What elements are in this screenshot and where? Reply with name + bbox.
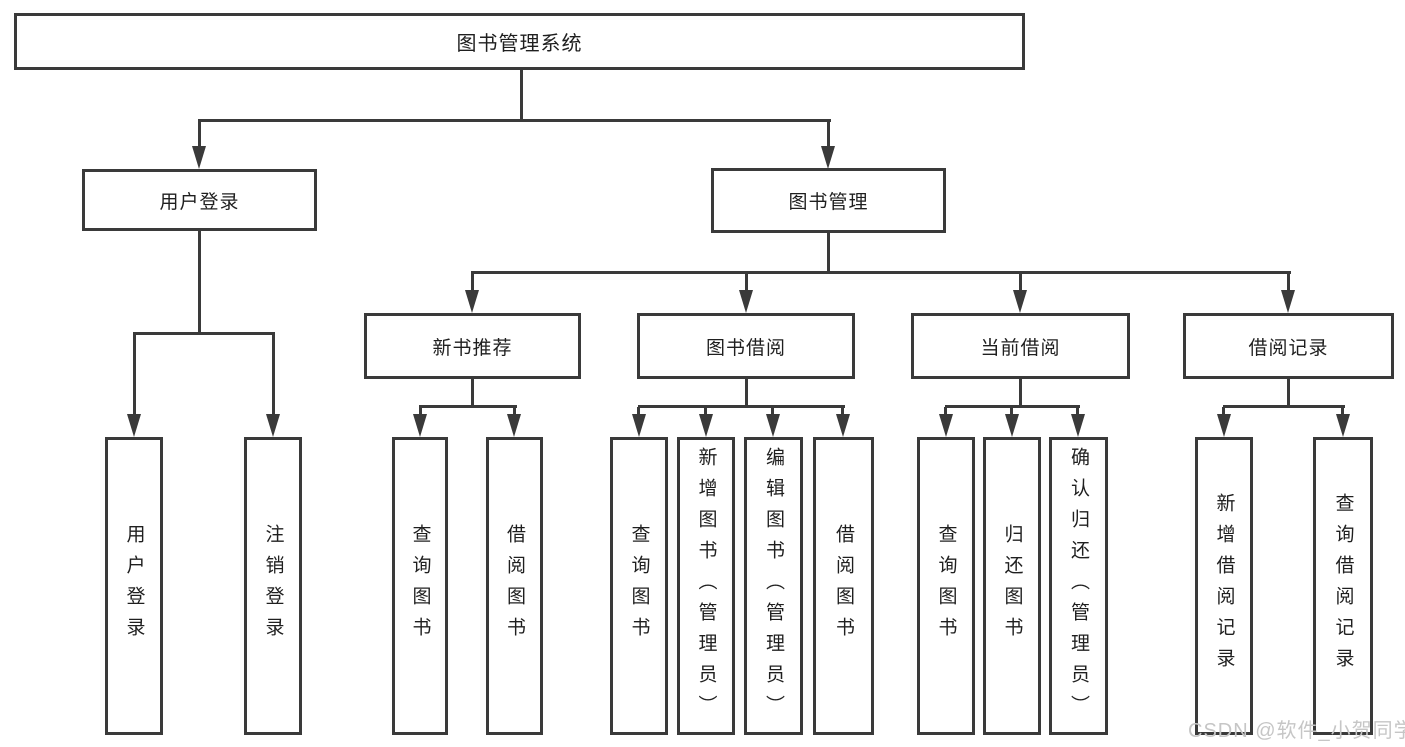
- connector-line: [1019, 379, 1022, 407]
- leaf-user-login: 用户登录: [105, 437, 163, 735]
- connector-line: [1019, 273, 1022, 291]
- leaf-logout: 注销登录: [244, 437, 302, 735]
- leaf-query-books-recommend: 查询图书: [392, 437, 448, 735]
- leaf-query-borrow-record: 查询借阅记录: [1313, 437, 1373, 735]
- connector-line: [471, 271, 1291, 274]
- connector-line: [827, 233, 830, 273]
- connector-line: [1223, 405, 1345, 408]
- arrowhead-down: [413, 414, 427, 437]
- node-library-management-system: 图书管理系统: [14, 13, 1025, 70]
- arrowhead-down: [766, 414, 780, 437]
- arrowhead-down: [1005, 414, 1019, 437]
- leaf-borrow-books: 借阅图书: [813, 437, 874, 735]
- connector-line: [745, 379, 748, 407]
- leaf-add-book-admin-label: 新增图书（管理员）: [695, 446, 717, 726]
- node-user-login: 用户登录: [82, 169, 317, 231]
- leaf-borrow-books-label: 借阅图书: [833, 524, 854, 648]
- leaf-return-book: 归还图书: [983, 437, 1041, 735]
- connector-line: [272, 334, 275, 415]
- leaf-query-borrow-record-label: 查询借阅记录: [1332, 493, 1354, 679]
- arrowhead-down: [507, 414, 521, 437]
- csdn-watermark: CSDN @软件_小贺同学: [1188, 720, 1405, 742]
- connector-line: [419, 405, 517, 408]
- arrowhead-down: [836, 414, 850, 437]
- arrowhead-down: [1336, 414, 1350, 437]
- leaf-user-login-label: 用户登录: [123, 524, 145, 648]
- arrowhead-down: [1281, 290, 1295, 313]
- arrowhead-down: [465, 290, 479, 313]
- leaf-query-books-recommend-label: 查询图书: [409, 524, 431, 648]
- connector-line: [419, 407, 422, 415]
- leaf-borrow-books-recommend: 借阅图书: [486, 437, 543, 735]
- leaf-confirm-return-admin: 确认归还（管理员）: [1049, 437, 1108, 735]
- connector-line: [133, 334, 136, 415]
- connector-line: [638, 405, 845, 408]
- connector-line: [1287, 379, 1290, 407]
- arrowhead-down: [1013, 290, 1027, 313]
- connector-line: [1076, 407, 1079, 415]
- arrowhead-down: [1217, 414, 1231, 437]
- leaf-edit-book-admin: 编辑图书（管理员）: [744, 437, 803, 735]
- node-borrow-records: 借阅记录: [1183, 313, 1394, 379]
- leaf-query-books-current: 查询图书: [917, 437, 975, 735]
- connector-line: [841, 407, 844, 415]
- connector-line: [1287, 273, 1290, 291]
- connector-line: [944, 407, 947, 415]
- arrowhead-down: [266, 414, 280, 437]
- connector-line: [471, 379, 474, 407]
- connector-line: [471, 273, 474, 291]
- leaf-edit-book-admin-label: 编辑图书（管理员）: [763, 446, 784, 726]
- connector-line: [133, 332, 275, 335]
- arrowhead-down: [699, 414, 713, 437]
- connector-line: [1341, 407, 1344, 415]
- leaf-query-books-borrowing-label: 查询图书: [628, 524, 650, 648]
- leaf-logout-label: 注销登录: [262, 524, 284, 648]
- leaf-query-books-current-label: 查询图书: [935, 524, 957, 648]
- connector-line: [198, 121, 201, 147]
- arrowhead-down: [192, 146, 206, 169]
- node-book-borrowing: 图书借阅: [637, 313, 855, 379]
- connector-line: [1010, 407, 1013, 415]
- node-book-management: 图书管理: [711, 168, 946, 233]
- connector-line: [198, 119, 831, 122]
- arrowhead-down: [127, 414, 141, 437]
- connector-line: [945, 405, 1080, 408]
- connector-line: [198, 231, 201, 333]
- leaf-query-books-borrowing: 查询图书: [610, 437, 668, 735]
- arrowhead-down: [1071, 414, 1085, 437]
- leaf-add-book-admin: 新增图书（管理员）: [677, 437, 735, 735]
- connector-line: [513, 407, 516, 415]
- arrowhead-down: [821, 146, 835, 169]
- connector-line: [771, 407, 774, 415]
- arrowhead-down: [939, 414, 953, 437]
- connector-line: [745, 273, 748, 291]
- connector-line: [827, 121, 830, 147]
- connector-line: [1222, 407, 1225, 415]
- arrowhead-down: [632, 414, 646, 437]
- leaf-confirm-return-admin-label: 确认归还（管理员）: [1068, 446, 1089, 726]
- connector-line: [637, 407, 640, 415]
- leaf-add-borrow-record-label: 新增借阅记录: [1213, 493, 1235, 679]
- node-new-book-recommend: 新书推荐: [364, 313, 581, 379]
- connector-line: [704, 407, 707, 415]
- arrowhead-down: [739, 290, 753, 313]
- leaf-return-book-label: 归还图书: [1001, 524, 1023, 648]
- leaf-borrow-books-recommend-label: 借阅图书: [504, 524, 525, 648]
- leaf-add-borrow-record: 新增借阅记录: [1195, 437, 1253, 735]
- node-current-borrowing: 当前借阅: [911, 313, 1130, 379]
- connector-line: [520, 70, 523, 120]
